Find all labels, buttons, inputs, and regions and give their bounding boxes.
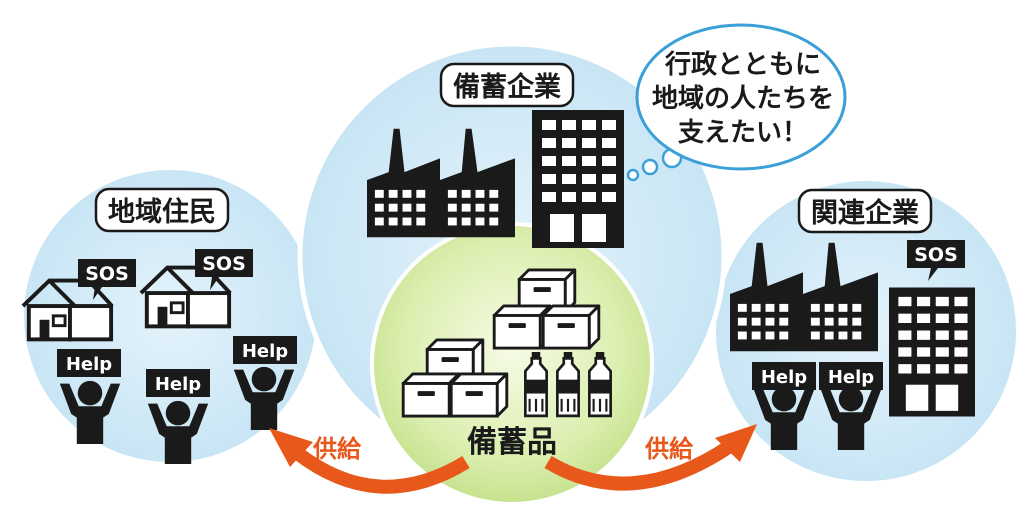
center-office-building-icon — [532, 110, 624, 248]
help-sign — [57, 349, 121, 377]
sos-speech-bubble: SOS — [195, 249, 253, 290]
thought-bubble: 行政とともに 地域の人たちを 支えたい！ — [626, 23, 847, 182]
center-label: 備蓄企業 — [439, 62, 575, 108]
right-label: 関連企業 — [797, 188, 933, 234]
sos-text: SOS — [85, 263, 129, 285]
thought-line-2: 地域の人たちを — [652, 84, 834, 114]
stock-box-icon — [492, 304, 552, 350]
stock-box-icon — [449, 372, 509, 418]
help-text: Help — [155, 374, 201, 395]
sos-text: SOS — [202, 253, 246, 275]
right-label-text: 関連企業 — [811, 197, 919, 229]
thought-line-3: 支えたい！ — [678, 118, 808, 148]
stockpile-inner-circle — [370, 222, 654, 506]
supply-label-left: 供給 — [312, 435, 362, 463]
sos-text: SOS — [914, 244, 958, 266]
sos-speech-bubble: SOS — [907, 240, 965, 281]
left-label-text: 地域住民 — [108, 196, 216, 228]
supply-arrow-left: 供給 — [269, 428, 470, 494]
thought-line-1: 行政とともに — [664, 49, 821, 80]
supply-arrow-right: 供給 — [544, 424, 757, 491]
help-sign — [752, 362, 816, 390]
center-label-text: 備蓄企業 — [453, 71, 561, 103]
stock-box-icon — [541, 304, 601, 350]
help-text: Help — [761, 367, 807, 388]
help-text: Help — [242, 341, 288, 362]
stockpile-label: 備蓄品 — [467, 425, 557, 460]
sos-speech-bubble: SOS — [78, 259, 136, 300]
help-sign — [233, 336, 297, 364]
help-sign — [819, 362, 883, 390]
left-label: 地域住民 — [94, 187, 230, 233]
related-office-building-icon — [889, 287, 975, 417]
supply-label-right: 供給 — [644, 435, 694, 463]
help-text: Help — [828, 367, 874, 388]
help-text: Help — [66, 354, 112, 375]
help-sign — [146, 369, 210, 397]
